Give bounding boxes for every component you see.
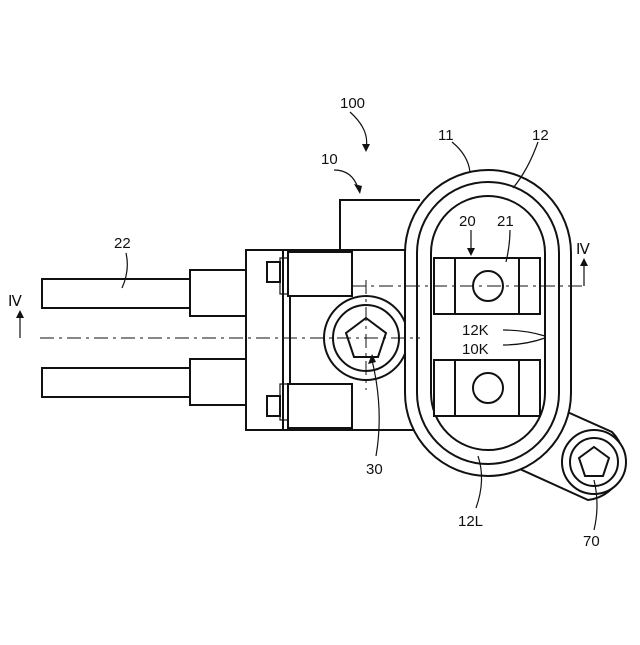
section-marker-left: Ⅳ [8,293,24,338]
label-notch-12k: 12K [462,322,489,339]
label-screw: 30 [366,461,383,478]
label-lower-seal: 12L [458,513,483,530]
label-bracket-bolt: 70 [583,533,600,550]
section-marker-right: Ⅳ [576,241,590,286]
label-inner-ring: 12 [532,127,549,144]
label-housing: 10 [321,151,338,168]
cable-lower [42,359,247,405]
label-assembly: 100 [340,95,365,112]
cable-upper [42,270,247,316]
label-terminal-pair: 20 [459,213,476,230]
section-label-left: Ⅳ [8,293,22,310]
label-notch-10k: 10K [462,341,489,358]
section-label-right: Ⅳ [576,241,590,258]
label-outer-ring: 11 [438,127,454,144]
terminal-lower [434,360,540,416]
label-cable: 22 [114,235,131,252]
label-terminal-plate: 21 [497,213,514,230]
